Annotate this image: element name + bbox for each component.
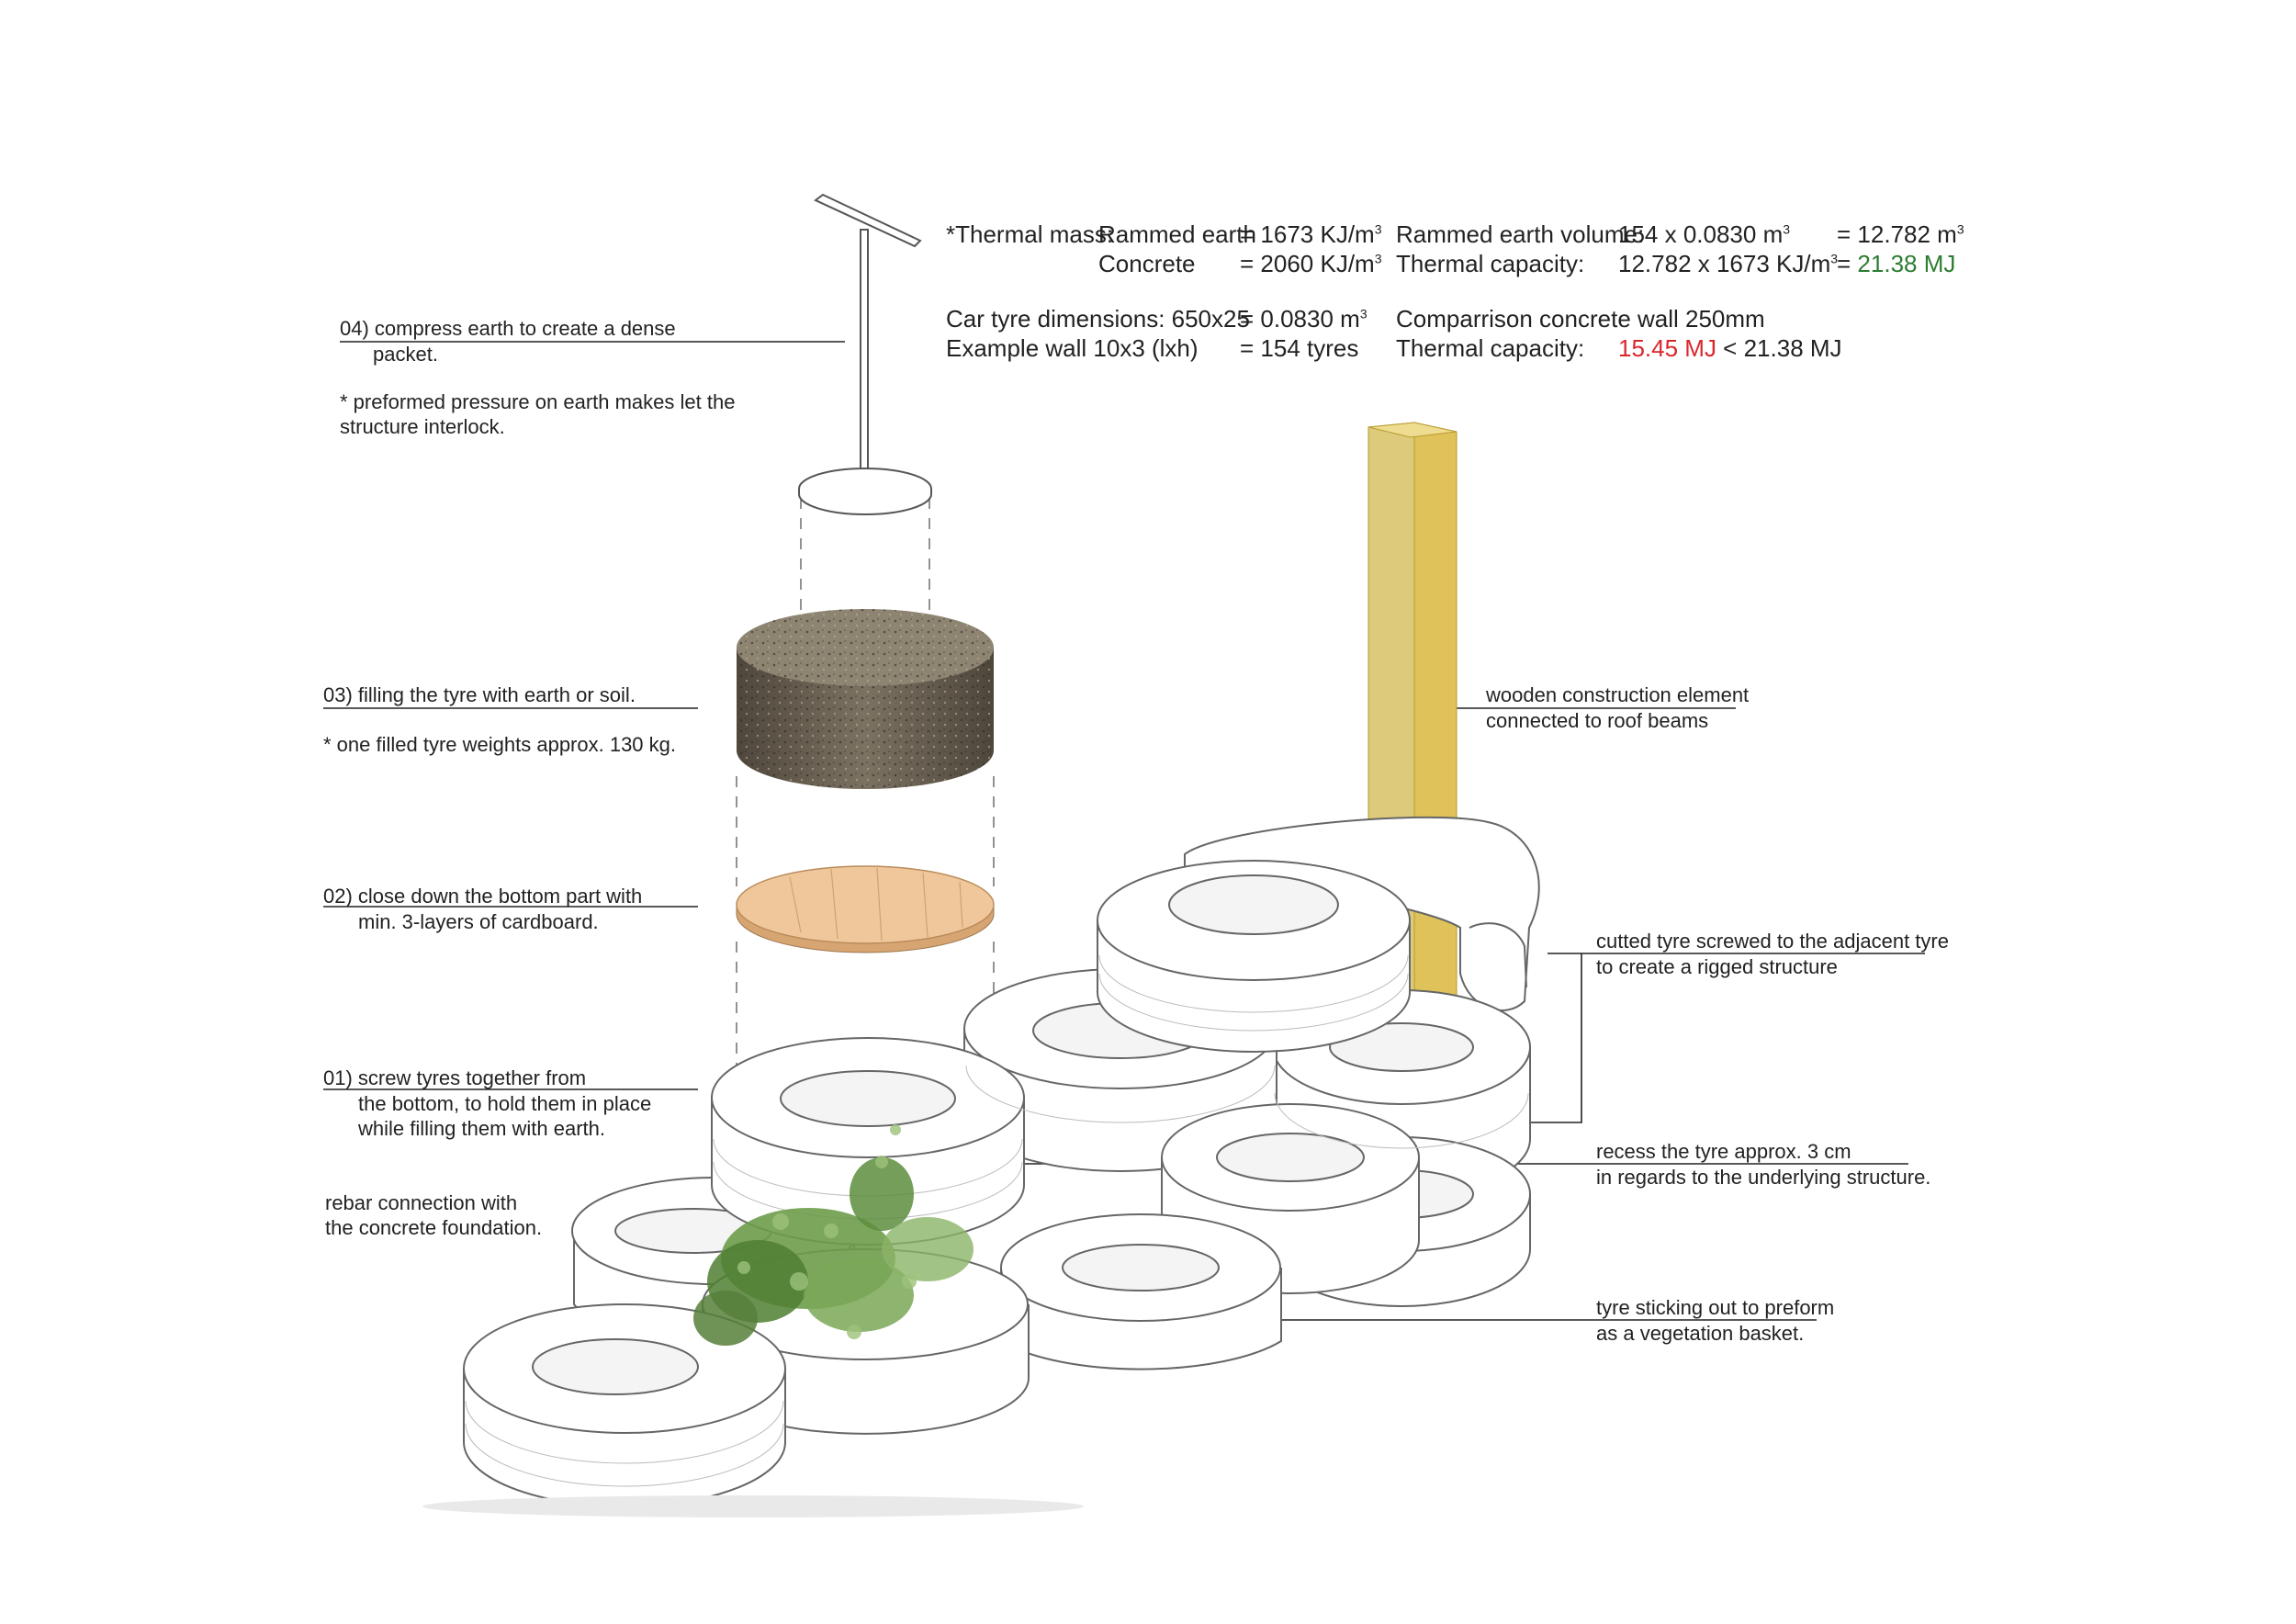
tyre-icon	[1001, 1214, 1281, 1370]
wood-callout-line2: connected to roof beams	[1486, 708, 1708, 733]
step-01-line3: while filling them with earth.	[358, 1116, 605, 1141]
tyre-dimensions-value: = 0.0830 m3	[1240, 305, 1367, 333]
step-01-line1: 01) screw tyres together from	[323, 1066, 586, 1090]
step-03-line1: 03) filling the tyre with earth or soil.	[323, 682, 636, 707]
recess-callout-line2: in regards to the underlying structure.	[1596, 1165, 1930, 1190]
thermal-mass-label: *Thermal mass:	[946, 220, 1113, 248]
rammed-earth-label: Rammed earth	[1098, 220, 1256, 248]
concrete-label: Concrete	[1098, 250, 1196, 277]
step-04-note2: structure interlock.	[340, 414, 505, 439]
sticking-callout-line2: as a vegetation basket.	[1596, 1321, 1804, 1346]
example-wall-label: Example wall 10x3 (lxh)	[946, 334, 1199, 362]
tyre-icon	[1097, 861, 1410, 1052]
capacity-result: = 21.38 MJ	[1837, 250, 1955, 277]
capacity2-label: Thermal capacity:	[1396, 334, 1584, 362]
step-04-line1: 04) compress earth to create a dense	[340, 316, 676, 341]
rammer-tool-icon	[799, 195, 931, 514]
rammed-earth-value: = 1673 KJ/m3	[1240, 220, 1382, 248]
example-wall-value: = 154 tyres	[1240, 334, 1358, 362]
soil-cylinder-icon	[737, 609, 994, 789]
capacity-label: Thermal capacity:	[1396, 250, 1584, 277]
ground-shadow	[422, 1495, 1084, 1517]
concrete-value: = 2060 KJ/m3	[1240, 250, 1382, 277]
capacity-formula: 12.782 x 1673 KJ/m3	[1618, 250, 1838, 277]
capacity2-comparison: 15.45 MJ < 21.38 MJ	[1618, 334, 1842, 362]
wood-callout-line1: wooden construction element	[1486, 682, 1749, 707]
step-04-line2: packet.	[373, 342, 438, 367]
cut-tyre-callout-line1: cutted tyre screwed to the adjacent tyre	[1596, 929, 1949, 953]
recess-callout-line1: recess the tyre approx. 3 cm	[1596, 1139, 1851, 1164]
sticking-callout-line1: tyre sticking out to preform	[1596, 1295, 1834, 1320]
cardboard-disc-icon	[737, 866, 994, 953]
volume-formula: 154 x 0.0830 m3	[1618, 220, 1790, 248]
rebar-line2: the concrete foundation.	[325, 1215, 542, 1240]
volume-label: Rammed earth volume:	[1396, 220, 1644, 248]
step-01-line2: the bottom, to hold them in place	[358, 1091, 651, 1116]
step-02-line1: 02) close down the bottom part with	[323, 884, 642, 908]
volume-result: = 12.782 m3	[1837, 220, 1964, 248]
comparison-label: Comparrison concrete wall 250mm	[1396, 305, 1765, 333]
step-04-note1: * preformed pressure on earth makes let …	[340, 389, 735, 414]
step-02-line2: min. 3-layers of cardboard.	[358, 909, 599, 934]
step-03-note: * one filled tyre weights approx. 130 kg…	[323, 732, 676, 757]
tyre-dimensions-label: Car tyre dimensions: 650x25	[946, 305, 1250, 333]
tyre-stack	[464, 818, 1539, 1506]
rebar-line1: rebar connection with	[325, 1190, 517, 1215]
cut-tyre-callout-line2: to create a rigged structure	[1596, 954, 1838, 979]
exploded-guides	[737, 498, 994, 1093]
